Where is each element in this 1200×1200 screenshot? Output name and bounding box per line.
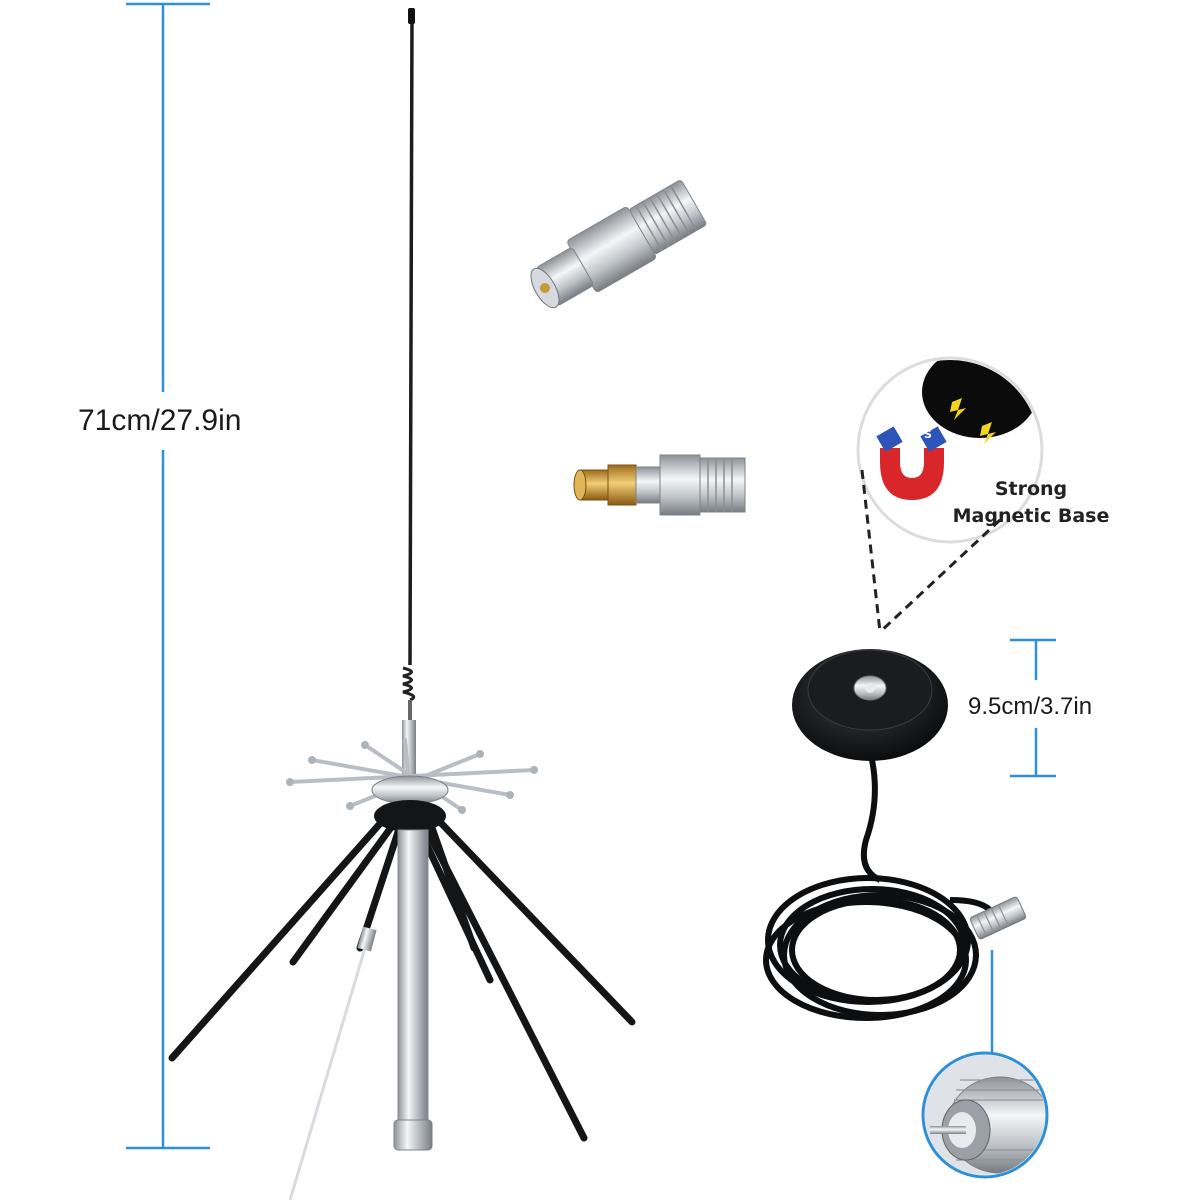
base-diameter-label: 9.5cm/3.7in <box>968 693 1093 720</box>
coax-cable-icon <box>763 759 993 1021</box>
pl259-connector-icon <box>969 896 1027 940</box>
antenna-height-label: 71cm/27.9in <box>78 404 242 437</box>
spark-icon <box>950 398 996 444</box>
callout-pointer <box>860 469 1002 634</box>
magnet-pole-south: S <box>924 428 932 441</box>
magnetic-base-icon <box>792 649 948 761</box>
magnetic-base-callout-text: Strong Magnetic Base <box>946 476 1116 530</box>
base-dimension-line <box>1010 638 1056 778</box>
pl259-zoom-callout <box>921 1051 1049 1179</box>
callout-line-1: Strong <box>994 478 1068 500</box>
bnc-adapter-icon <box>530 180 707 309</box>
callout-line-2: Magnetic Base <box>952 505 1110 527</box>
height-dimension-line <box>126 2 210 1150</box>
antenna-icon <box>168 8 636 1200</box>
magnet-pole-north: N <box>954 460 963 473</box>
magnet-icon: S N <box>876 426 963 500</box>
sma-adapter-icon <box>573 454 746 516</box>
